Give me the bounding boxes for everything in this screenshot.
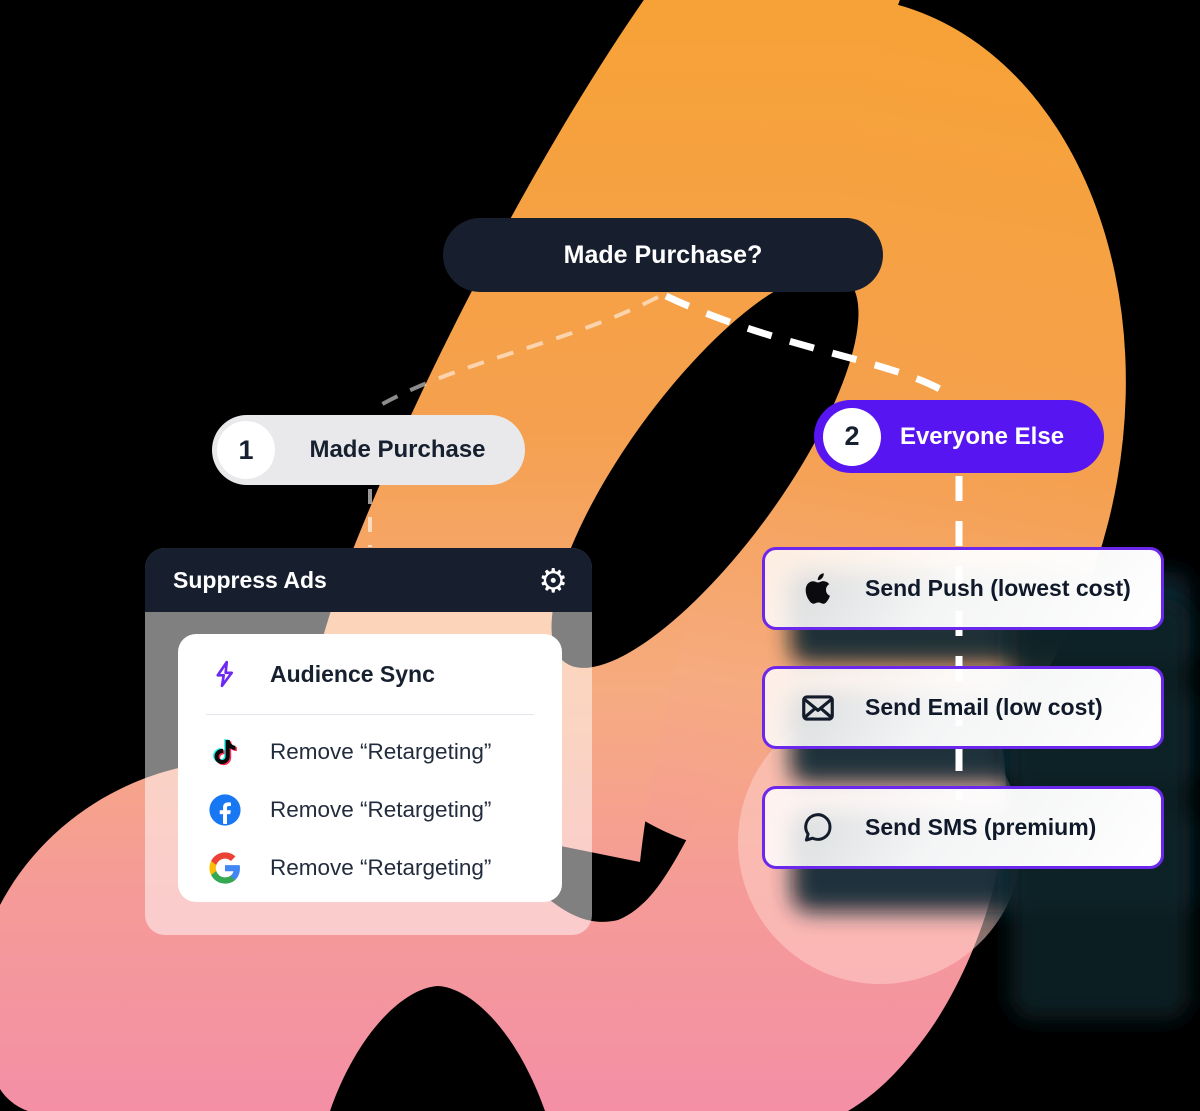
suppress-ads-title: Suppress Ads: [173, 566, 327, 593]
action-card-send-push[interactable]: Send Push (lowest cost): [762, 547, 1164, 630]
branch-number-badge: 1: [217, 421, 275, 479]
connector-branch2-curve: [664, 292, 956, 400]
facebook-icon: [206, 791, 244, 829]
suppress-ads-list: Audience Sync Remove “Retargeting”: [178, 634, 562, 902]
branch-label: Everyone Else: [899, 422, 1065, 450]
list-item-facebook-remove-retargeting[interactable]: Remove “Retargeting”: [178, 781, 562, 839]
action-card-send-email[interactable]: Send Email (low cost): [762, 666, 1164, 749]
suppress-ads-card: Suppress Ads ⚙ Audience Sync: [145, 548, 592, 935]
tiktok-icon: [206, 733, 244, 771]
action-card-label: Send Push (lowest cost): [865, 575, 1131, 601]
suppress-ads-header: Suppress Ads ⚙: [145, 548, 592, 612]
gear-icon[interactable]: ⚙: [538, 560, 568, 600]
branch-number-badge: 2: [823, 407, 881, 466]
action-card-send-sms[interactable]: Send SMS (premium): [762, 786, 1164, 869]
blob-hole: [551, 272, 859, 668]
lightning-icon: [206, 655, 244, 693]
list-divider: [206, 714, 534, 715]
flow-node-branch-everyone-else[interactable]: 2 Everyone Else: [814, 400, 1104, 473]
question-label: Made Purchase?: [563, 240, 763, 269]
action-card-label: Send Email (low cost): [865, 694, 1103, 720]
list-item-google-remove-retargeting[interactable]: Remove “Retargeting”: [178, 839, 562, 897]
apple-icon: [797, 568, 839, 610]
list-item-tiktok-remove-retargeting[interactable]: Remove “Retargeting”: [178, 723, 562, 781]
list-item-label: Remove “Retargeting”: [270, 855, 492, 880]
action-card-label: Send SMS (premium): [865, 814, 1097, 840]
google-icon: [206, 849, 244, 887]
branch-label: Made Purchase: [309, 436, 486, 463]
envelope-icon: [797, 687, 839, 729]
connector-branch1-curve: [370, 295, 659, 412]
list-item-label: Audience Sync: [270, 660, 435, 687]
flow-node-branch-made-purchase[interactable]: 1 Made Purchase: [212, 415, 525, 485]
chat-bubble-icon: [797, 807, 839, 849]
list-item-audience-sync[interactable]: Audience Sync: [178, 634, 562, 714]
list-item-label: Remove “Retargeting”: [270, 739, 492, 764]
flow-node-made-purchase-question[interactable]: Made Purchase?: [443, 218, 883, 292]
list-item-label: Remove “Retargeting”: [270, 797, 492, 822]
